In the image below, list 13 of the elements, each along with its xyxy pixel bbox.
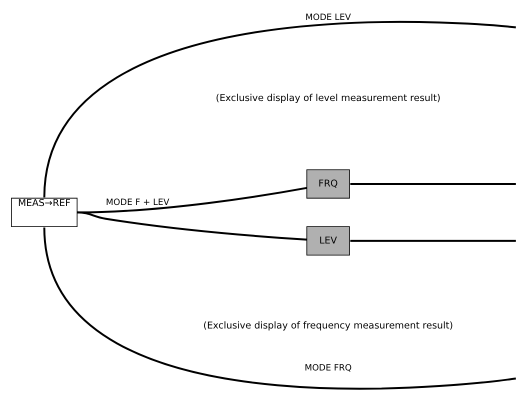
connector xyxy=(77,210,307,240)
node-box: FRQ xyxy=(306,168,350,198)
connector xyxy=(43,20,516,198)
node-box: LEV xyxy=(306,226,350,256)
connector xyxy=(350,182,516,184)
connector xyxy=(350,239,516,242)
node-box: MEAS→REF xyxy=(11,197,78,227)
edge-label: MODE LEV xyxy=(305,12,351,23)
label: (Exclusive display of frequency measurement result) xyxy=(203,320,454,332)
connector xyxy=(43,226,516,389)
edge-label: MODE F + LEV xyxy=(106,198,170,208)
edge-label: MODE FRQ xyxy=(304,362,352,373)
label: (Exclusive display of level measurement result) xyxy=(216,92,441,104)
